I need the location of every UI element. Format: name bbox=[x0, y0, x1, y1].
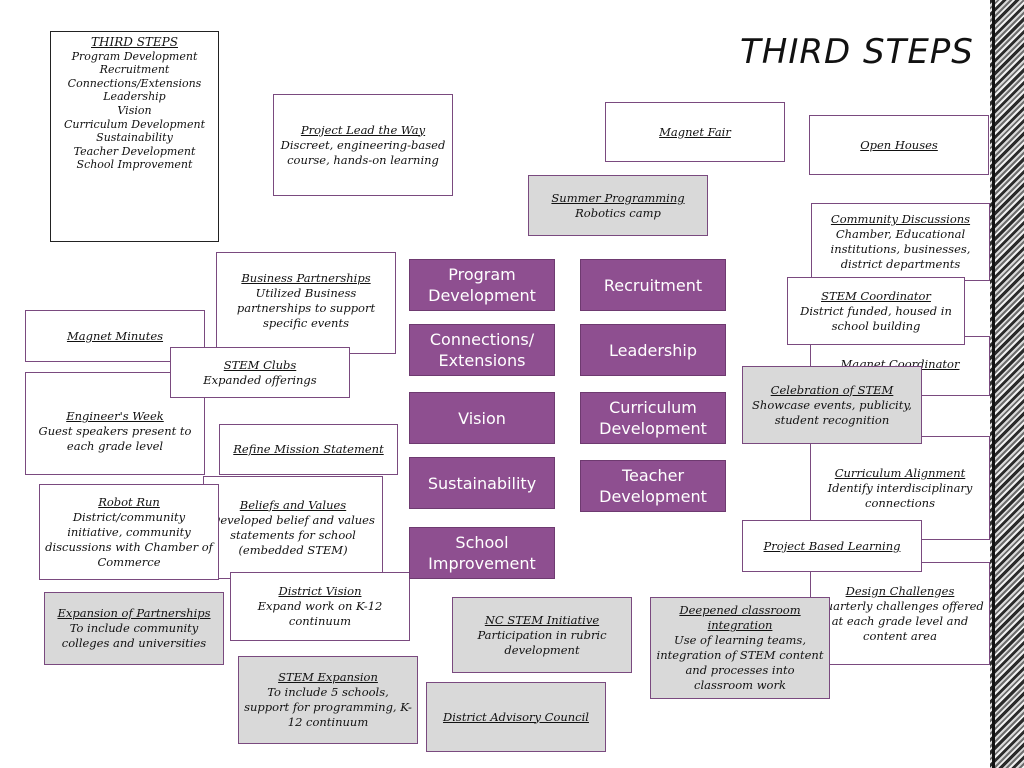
box-heading: STEM Coordinator bbox=[821, 288, 931, 303]
summary-item: Curriculum Development bbox=[64, 117, 205, 131]
stem-coordinator-box: STEM Coordinator District funded, housed… bbox=[787, 277, 965, 345]
summer-programming-box: Summer Programming Robotics camp bbox=[528, 175, 708, 236]
edge-line bbox=[992, 0, 995, 768]
box-body: Showcase events, publicity, student reco… bbox=[752, 397, 912, 427]
stem-expansion-box: STEM Expansion To include 5 schools, sup… bbox=[238, 656, 418, 744]
box-heading: Expansion of Partnerships bbox=[57, 606, 211, 620]
district-advisory-box: District Advisory Council bbox=[426, 682, 606, 752]
summary-item: Recruitment bbox=[99, 63, 170, 77]
box-heading: Beliefs and Values bbox=[239, 497, 347, 512]
box-heading: Community Discussions bbox=[830, 212, 971, 226]
box-heading: STEM Expansion bbox=[278, 670, 378, 684]
summary-item: Sustainability bbox=[96, 131, 173, 145]
category-teacher-development: Teacher Development bbox=[580, 460, 726, 512]
curriculum-alignment-box: Curriculum Alignment Identify interdisci… bbox=[810, 436, 990, 540]
box-heading: District Vision bbox=[278, 584, 362, 598]
box-heading: Business Partnerships bbox=[241, 271, 371, 285]
celebration-stem-box: Celebration of STEM Showcase events, pub… bbox=[742, 366, 922, 444]
category-leadership: Leadership bbox=[580, 324, 726, 376]
summary-item: Teacher Development bbox=[73, 144, 196, 158]
project-based-learning-box: Project Based Learning bbox=[742, 520, 922, 572]
box-body: Expand work on K-12 continuum bbox=[257, 599, 383, 628]
box-heading: District Advisory Council bbox=[443, 709, 589, 724]
box-body: To include community colleges and univer… bbox=[61, 621, 207, 650]
district-vision-box: District Vision Expand work on K-12 cont… bbox=[230, 572, 410, 641]
box-body: Participation in rubric development bbox=[477, 627, 607, 657]
box-heading: Magnet Fair bbox=[659, 124, 731, 139]
stem-clubs-box: STEM Clubs Expanded offerings bbox=[170, 347, 350, 398]
category-curriculum-development: Curriculum Development bbox=[580, 392, 726, 444]
category-connections-extensions: Connections/ Extensions bbox=[409, 324, 555, 376]
box-heading: Robot Run bbox=[98, 494, 160, 509]
decorative-edge bbox=[990, 0, 1024, 768]
box-body: District/community initiative, community… bbox=[45, 509, 213, 569]
robot-run-box: Robot Run District/community initiative,… bbox=[39, 484, 219, 580]
box-body: Identify interdisciplinary connections bbox=[827, 480, 973, 510]
box-body: Utilized Business partnerships to suppor… bbox=[236, 286, 376, 330]
refine-mission-box: Refine Mission Statement bbox=[219, 424, 398, 475]
box-heading: Refine Mission Statement bbox=[233, 442, 384, 456]
engineers-week-box: Engineer's Week Guest speakers present t… bbox=[25, 372, 205, 475]
box-body: Quarterly challenges offered at each gra… bbox=[816, 598, 984, 643]
box-heading: Celebration of STEM bbox=[770, 382, 894, 397]
box-heading: Engineer's Week bbox=[66, 409, 164, 423]
project-lead-box: Project Lead the Way Discreet, engineeri… bbox=[273, 94, 453, 196]
box-body: Discreet, engineering-based course, hand… bbox=[280, 137, 446, 167]
box-body: Robotics camp bbox=[575, 205, 661, 220]
design-challenges-box: Design Challenges Quarterly challenges o… bbox=[810, 562, 990, 665]
summary-item: Program Development bbox=[71, 49, 198, 63]
box-heading: Deepened classroom integration bbox=[679, 603, 801, 632]
summary-item: Leadership bbox=[103, 90, 166, 104]
box-heading: Open Houses bbox=[860, 137, 938, 152]
box-body: Expanded offerings bbox=[203, 372, 317, 387]
box-body: Chamber, Educational institutions, busin… bbox=[830, 227, 971, 271]
box-body: Guest speakers present to each grade lev… bbox=[38, 424, 192, 453]
expansion-partnerships-box: Expansion of Partnerships To include com… bbox=[44, 592, 224, 665]
community-discussions-box: Community Discussions Chamber, Education… bbox=[811, 203, 990, 281]
category-vision: Vision bbox=[409, 392, 555, 444]
summary-item: Connections/Extensions bbox=[67, 76, 202, 90]
box-heading: Project Based Learning bbox=[763, 538, 901, 553]
category-recruitment: Recruitment bbox=[580, 259, 726, 311]
box-heading: Curriculum Alignment bbox=[834, 465, 966, 480]
category-school-improvement: School Improvement bbox=[409, 527, 555, 579]
box-heading: STEM Clubs bbox=[223, 357, 297, 372]
box-heading: Project Lead the Way bbox=[300, 122, 426, 137]
box-heading: Summer Programming bbox=[551, 190, 685, 205]
open-houses-box: Open Houses bbox=[809, 115, 989, 175]
category-sustainability: Sustainability bbox=[409, 457, 555, 509]
nc-stem-box: NC STEM Initiative Participation in rubr… bbox=[452, 597, 632, 673]
summary-item: School Improvement bbox=[76, 158, 193, 172]
box-body: District funded, housed in school buildi… bbox=[800, 303, 952, 333]
box-heading: Design Challenges bbox=[845, 583, 955, 598]
page-title: THIRD STEPS bbox=[740, 32, 974, 72]
summary-heading: THIRD STEPS bbox=[91, 35, 178, 49]
box-body: Developed belief and values statements f… bbox=[211, 512, 375, 557]
box-body: Use of learning teams, integration of ST… bbox=[656, 633, 824, 692]
deepened-integration-box: Deepened classroom integration Use of le… bbox=[650, 597, 830, 699]
business-partnerships-box: Business Partnerships Utilized Business … bbox=[216, 252, 396, 354]
box-heading: Magnet Minutes bbox=[66, 328, 164, 343]
summary-item: Vision bbox=[117, 103, 152, 117]
category-program-development: Program Development bbox=[409, 259, 555, 311]
magnet-fair-box: Magnet Fair bbox=[605, 102, 785, 162]
box-body: To include 5 schools, support for progra… bbox=[244, 685, 412, 729]
beliefs-values-box: Beliefs and Values Developed belief and … bbox=[203, 476, 383, 579]
summary-list: THIRD STEPS Program Development Recruitm… bbox=[50, 31, 219, 242]
box-heading: NC STEM Initiative bbox=[484, 612, 600, 627]
